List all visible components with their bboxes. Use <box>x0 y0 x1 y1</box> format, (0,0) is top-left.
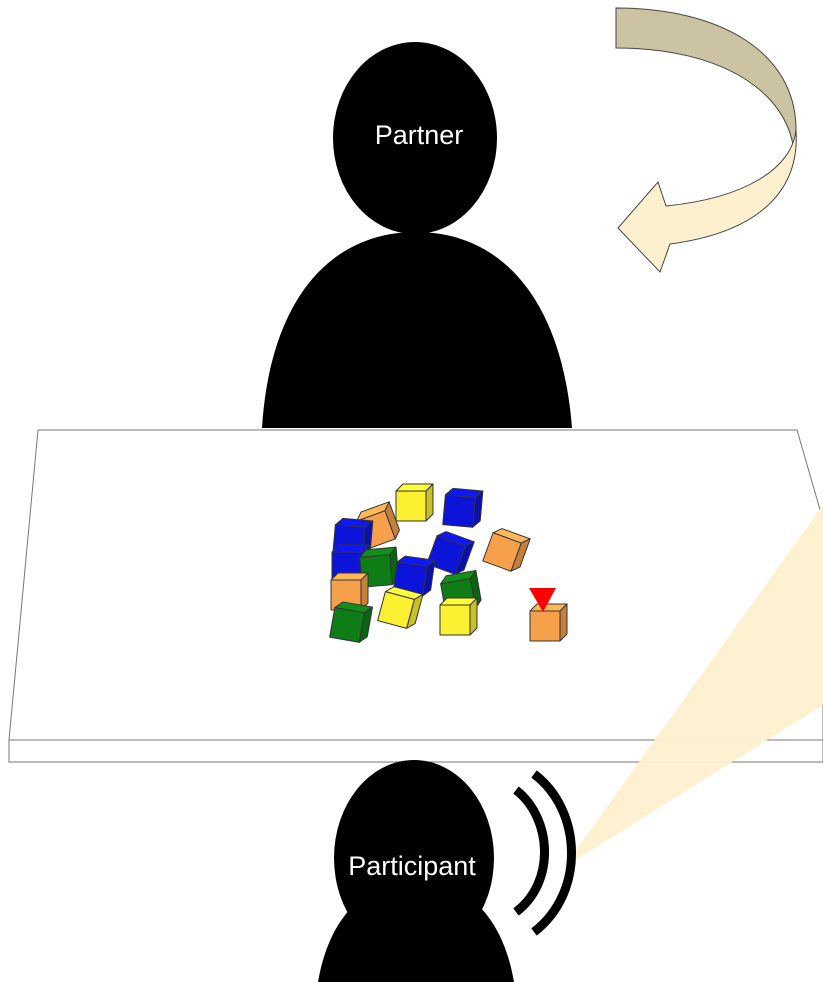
speech-beam <box>563 505 823 868</box>
participant-label: Participant <box>348 851 476 881</box>
cube-orange <box>482 528 531 572</box>
cube-blue <box>426 531 475 575</box>
partner-body <box>262 232 572 428</box>
cube-yellow <box>439 597 478 636</box>
target-marker-icon <box>529 588 556 612</box>
speech-wave-outer <box>531 770 576 936</box>
speech-waves-icon <box>513 770 576 936</box>
speech-wave-inner <box>513 786 549 916</box>
cube-green <box>329 601 373 643</box>
cube-blue <box>442 487 484 528</box>
cube-yellow <box>395 483 434 522</box>
target-cube-orange <box>529 603 568 642</box>
cube-orange <box>330 572 369 611</box>
arrow-back-band <box>615 7 797 153</box>
cube-yellow <box>377 586 424 629</box>
arrow-front-band <box>617 129 797 273</box>
partner-silhouette: Partner <box>262 42 572 428</box>
turn-arrow-icon <box>615 7 797 273</box>
partner-label: Partner <box>375 120 464 150</box>
partner-head <box>333 42 497 234</box>
cube-cluster <box>329 483 568 643</box>
participant-head <box>334 760 494 956</box>
participant-silhouette: Participant <box>318 760 514 982</box>
